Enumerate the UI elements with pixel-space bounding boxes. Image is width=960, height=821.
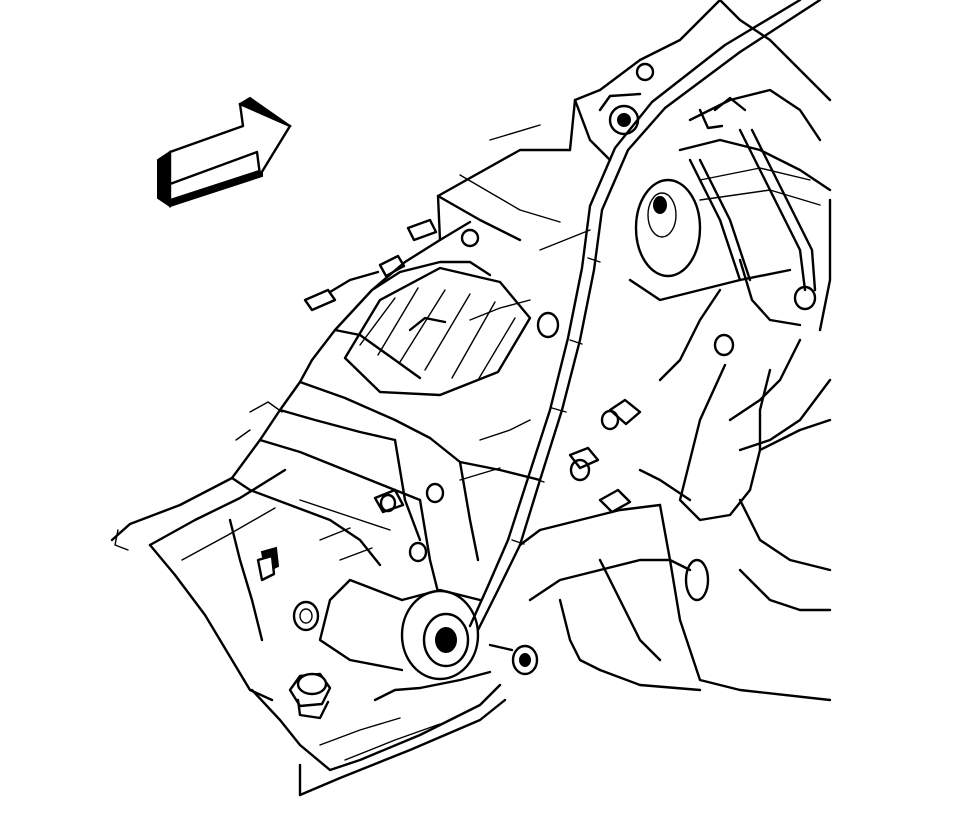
shift-cable: [468, 0, 822, 632]
lower-bolt: [488, 643, 539, 676]
front-direction-arrow-icon: [157, 96, 292, 208]
exhaust-pipe: [638, 363, 832, 522]
right-mount-hole: [684, 558, 710, 602]
wiring-connectors: [303, 218, 642, 514]
transmission-case: [110, 148, 572, 797]
drive-shaft-boss: [634, 178, 702, 278]
bellhousing-crossmember: [518, 498, 832, 702]
port-plug: [292, 600, 320, 632]
spark-plug-rods: [688, 96, 817, 292]
housing-ribs: [235, 124, 591, 561]
upper-round-boss: [598, 92, 642, 136]
sensor-plug: [288, 672, 332, 720]
rear-mount: [318, 578, 482, 681]
